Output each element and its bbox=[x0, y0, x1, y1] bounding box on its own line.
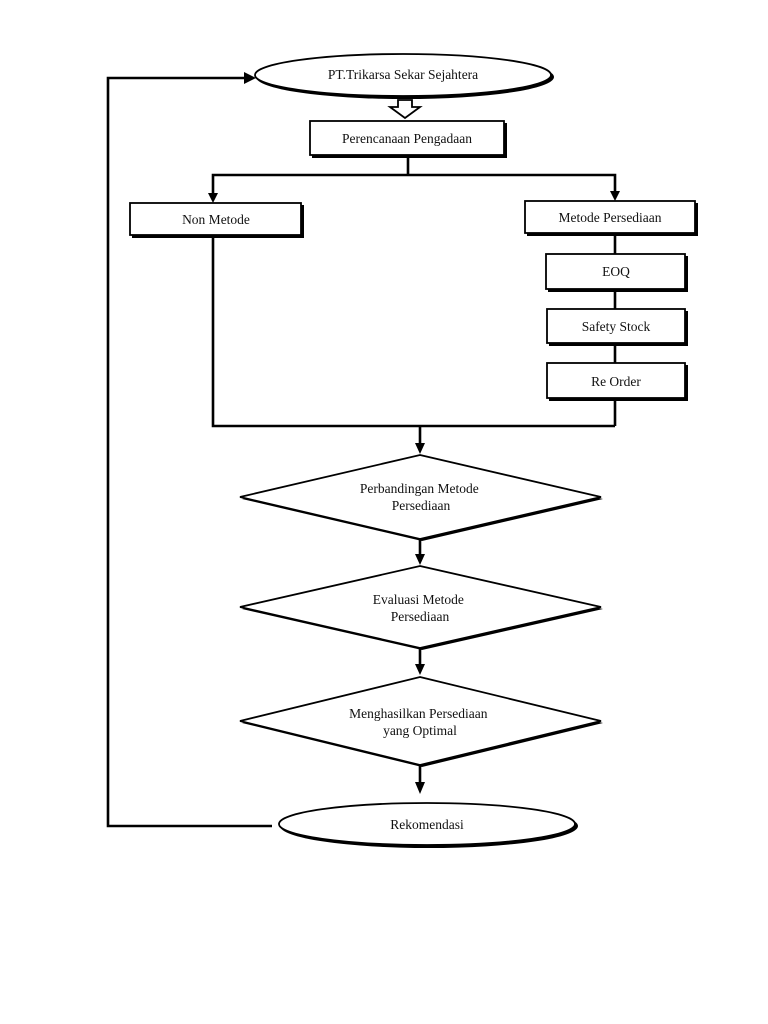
start-node: PT.Trikarsa Sekar Sejahtera bbox=[254, 53, 554, 99]
comparison-decision-line-1: Perbandingan Metode bbox=[360, 481, 479, 496]
safety-stock-node-label: Safety Stock bbox=[582, 319, 651, 334]
inventory-method-node-label: Metode Persediaan bbox=[558, 210, 661, 225]
eoq-node-label: EOQ bbox=[602, 264, 630, 279]
safety-stock-node: Safety Stock bbox=[546, 308, 688, 346]
optimal-decision-line-1: Menghasilkan Persediaan bbox=[349, 706, 488, 721]
connectors bbox=[106, 72, 620, 828]
comparison-decision-line-2: Persediaan bbox=[392, 498, 451, 513]
optimal-decision-label: Menghasilkan Persediaan yang Optimal bbox=[349, 706, 491, 738]
optimal-decision: Menghasilkan Persediaan yang Optimal bbox=[239, 676, 603, 767]
comparison-decision-label: Perbandingan Metode Persediaan bbox=[360, 481, 482, 513]
branch-horizontal-line bbox=[211, 173, 617, 195]
feedback-loop-line bbox=[106, 76, 272, 828]
non-method-node-label: Non Metode bbox=[182, 212, 250, 227]
optimal-arrowhead bbox=[415, 664, 425, 675]
recommendation-node-label: Rekomendasi bbox=[390, 817, 464, 832]
non-method-node: Non Metode bbox=[129, 202, 304, 238]
evaluation-decision-line-1: Evaluasi Metode bbox=[373, 592, 464, 607]
evaluation-decision: Evaluasi Metode Persediaan bbox=[239, 565, 603, 650]
branch-right-arrowhead bbox=[610, 191, 620, 201]
planning-node: Perencanaan Pengadaan bbox=[309, 120, 507, 158]
re-order-node-label: Re Order bbox=[591, 374, 641, 389]
merge-line bbox=[211, 236, 615, 428]
evaluation-decision-line-2: Persediaan bbox=[391, 609, 450, 624]
start-node-label: PT.Trikarsa Sekar Sejahtera bbox=[328, 67, 478, 82]
eoq-node: EOQ bbox=[545, 253, 688, 292]
recommendation-arrowhead bbox=[415, 782, 425, 794]
branch-left-arrowhead bbox=[208, 193, 218, 203]
planning-node-label: Perencanaan Pengadaan bbox=[342, 131, 472, 146]
re-order-node: Re Order bbox=[546, 362, 688, 401]
comparison-decision: Perbandingan Metode Persediaan bbox=[239, 454, 603, 541]
recommendation-node: Rekomendasi bbox=[278, 802, 578, 848]
evaluation-decision-label: Evaluasi Metode Persediaan bbox=[373, 592, 467, 624]
optimal-decision-line-2: yang Optimal bbox=[383, 723, 457, 738]
inventory-method-node: Metode Persediaan bbox=[524, 200, 698, 236]
evaluation-arrowhead bbox=[415, 554, 425, 565]
feedback-arrowhead bbox=[244, 72, 256, 84]
hollow-down-arrow-icon bbox=[387, 99, 423, 120]
merge-arrowhead bbox=[415, 443, 425, 454]
